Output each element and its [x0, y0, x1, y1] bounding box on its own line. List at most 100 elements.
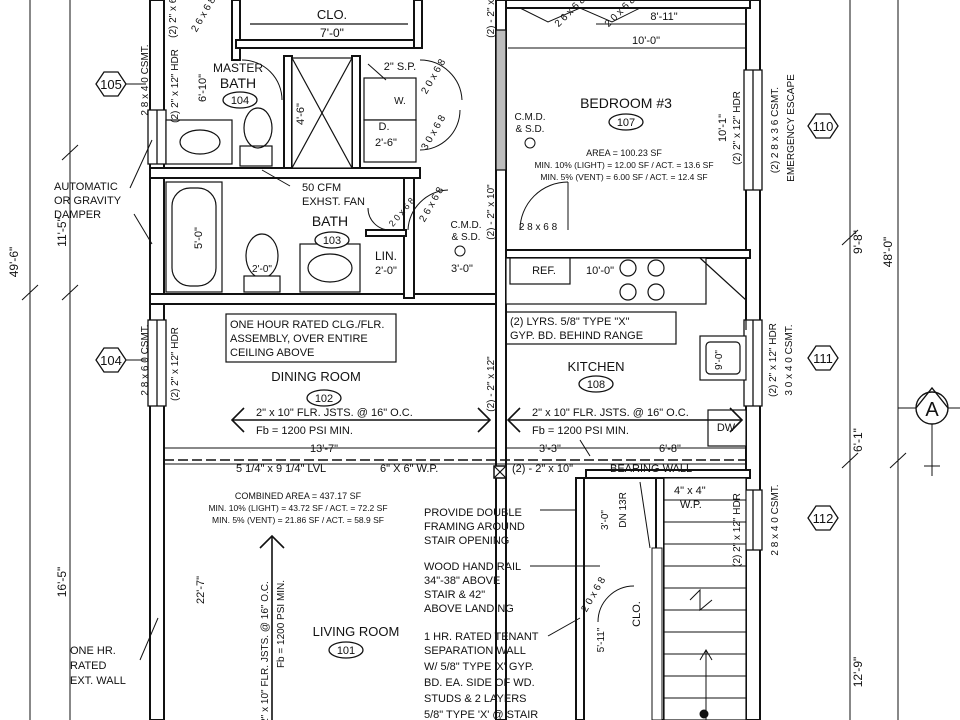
dryer-label: D.	[379, 121, 390, 133]
cmd-1b: & S.D.	[452, 232, 481, 243]
sep-4: BD. EA. SIDE OF WD.	[424, 677, 535, 689]
fixtures	[165, 23, 747, 720]
dim-overall-left: 49'-6"	[7, 247, 21, 278]
living-dim: 22'-7"	[195, 576, 207, 604]
kitchen-joist: 2" x 10" FLR. JSTS. @ 16" O.C.	[532, 407, 689, 419]
stair-dim-5-11: 5'-11"	[596, 627, 607, 652]
rail-1: WOOD HAND RAIL	[424, 561, 521, 573]
header-112: (2) 2" x 12" HDR	[732, 493, 743, 567]
door-dim-laundry: 2 0 x 6 8	[419, 57, 448, 96]
master-bath-label-2: BATH	[220, 75, 256, 91]
gyp-note-1: (2) LYRS. 5/8" TYPE "X"	[510, 316, 630, 328]
cmd-2b: & S.D.	[516, 124, 545, 135]
double-3: STAIR OPENING	[424, 535, 509, 547]
bed-dim-10-0: 10'-0"	[632, 35, 660, 47]
window-105: 2 8 x 4 0 CSMT.	[140, 44, 151, 115]
combined-area: COMBINED AREA = 437.17 SF	[235, 491, 362, 501]
rail-2: 34"-38" ABOVE	[424, 575, 500, 587]
svg-text:110: 110	[813, 119, 834, 134]
header-bed-left: (2) - 2" x 10"	[486, 184, 497, 240]
living-joist: (2) 2" x 10" FLR. JSTS. @ 16" O.C.	[260, 581, 271, 720]
door-dim-laundry-2: 3 0 x 6 8	[419, 113, 448, 152]
kit-dim-6-8: 6'-8"	[659, 443, 681, 455]
tag-110: 110	[807, 113, 839, 139]
kitchen-num: 108	[587, 379, 605, 391]
header-kit-left: (2) - 2" x 12"	[486, 356, 497, 412]
gyp-note-2: GYP. BD. BEHIND RANGE	[510, 330, 643, 342]
window-tags: 105 104 110 111 112	[95, 71, 839, 531]
dim-left-11-5: 11'-5"	[55, 217, 69, 247]
header-105: (2) 2" x 12" HDR	[170, 49, 181, 123]
sep-2: SEPARATION WALL	[424, 645, 526, 657]
damper-1: AUTOMATIC	[54, 181, 118, 193]
ceiling-note-2: ASSEMBLY, OVER ENTIRE	[230, 333, 368, 345]
sep-6: 5/8" TYPE 'X' @ STAIR	[424, 709, 538, 720]
bedroom-light: MIN. 10% (LIGHT) = 12.00 SF / ACT. = 13.…	[534, 160, 713, 170]
svg-text:105: 105	[100, 77, 122, 92]
wp6-label: 6" X 6" W.P.	[380, 463, 438, 475]
combined-vent: MIN. 5% (VENT) = 21.86 SF / ACT. = 58.9 …	[212, 515, 384, 525]
sink-dim: 9'-0"	[714, 350, 725, 370]
living-num: 101	[337, 645, 355, 657]
svg-text:104: 104	[100, 353, 122, 368]
stair-dim-3-0: 3'-0"	[600, 510, 611, 530]
master-toilet	[243, 107, 273, 149]
svg-text:111: 111	[813, 351, 833, 366]
stair-clo: CLO.	[631, 601, 643, 627]
kitchen-fb: Fb = 1200 PSI MIN.	[532, 425, 629, 437]
dining-num: 102	[315, 393, 333, 405]
header-top-bed: (2) - 2" x 10"	[486, 0, 497, 38]
beam-line	[164, 459, 746, 479]
bedroom-area: AREA = 100.23 SF	[586, 148, 662, 158]
ext-wall-3: EXT. WALL	[70, 675, 126, 687]
damper-2: OR GRAVITY	[54, 195, 122, 207]
bedroom-vent: MIN. 5% (VENT) = 6.00 SF / ACT. = 12.4 S…	[540, 172, 707, 182]
note-boxes	[225, 311, 677, 363]
bed-door-dim: 2 8 x 6 8	[519, 222, 558, 233]
door-dim-bath: 2 6 x 6 8	[417, 185, 446, 224]
header-110: (2) 2" x 12" HDR	[732, 91, 743, 165]
svg-text:112: 112	[813, 511, 834, 526]
washer-label: W.	[394, 96, 406, 107]
linen-label: LIN.	[375, 249, 397, 263]
window-104: 2 8 x 6 0 CSMT.	[140, 324, 151, 395]
bed-dim-10-1: 10'-1"	[717, 114, 729, 142]
kitchen-label: KITCHEN	[567, 359, 624, 374]
stair	[663, 477, 747, 720]
hall-dim: 3'-0"	[451, 263, 473, 275]
combined-light: MIN. 10% (LIGHT) = 43.72 SF / ACT. = 72.…	[208, 503, 387, 513]
stair-down-label: DN 13R	[618, 492, 629, 528]
ceiling-note-1: ONE HOUR RATED CLG./FLR.	[230, 319, 384, 331]
double-1: PROVIDE DOUBLE	[424, 507, 522, 519]
dining-joist: 2" x 10" FLR. JSTS. @ 16" O.C.	[256, 407, 413, 419]
sep-3: W/ 5/8" TYPE 'X' GYP.	[424, 661, 534, 673]
bedroom-label: BEDROOM #3	[580, 95, 672, 111]
lvl-label: 5 1/4" x 9 1/4" LVL	[236, 463, 326, 475]
bedroom-num: 107	[617, 117, 635, 129]
tag-105: 105	[95, 71, 146, 97]
bath-label: BATH	[312, 213, 348, 229]
ref-label: REF.	[532, 265, 556, 277]
dining-fb: Fb = 1200 PSI MIN.	[256, 425, 353, 437]
closet-dim: 7'-0"	[320, 26, 344, 40]
bathtub	[165, 181, 223, 293]
living-label: LIVING ROOM	[313, 624, 400, 639]
tag-104: 104	[95, 347, 146, 373]
section-label: A	[925, 399, 939, 421]
tag-112: 112	[807, 505, 839, 531]
window-112: 2 8 x 4 0 CSMT.	[770, 484, 781, 555]
kit-dim-10-0: 10'-0"	[586, 265, 614, 277]
master-vanity	[165, 119, 233, 165]
tub-dim: 5'-0"	[193, 227, 205, 249]
windows	[147, 29, 763, 551]
sp-label: 2" S.P.	[384, 61, 416, 73]
master-bath-label-1: MASTER	[213, 61, 263, 75]
fan-label-2: EXHST. FAN	[302, 196, 365, 208]
dimension-lines	[21, 0, 907, 720]
ext-wall-1: ONE HR.	[70, 645, 116, 657]
dim-left-16-5: 16'-5"	[55, 567, 69, 598]
section-marker: A	[898, 386, 960, 476]
master-bath-num: 104	[231, 95, 249, 107]
emergency-label: EMERGENCY ESCAPE	[786, 74, 797, 182]
